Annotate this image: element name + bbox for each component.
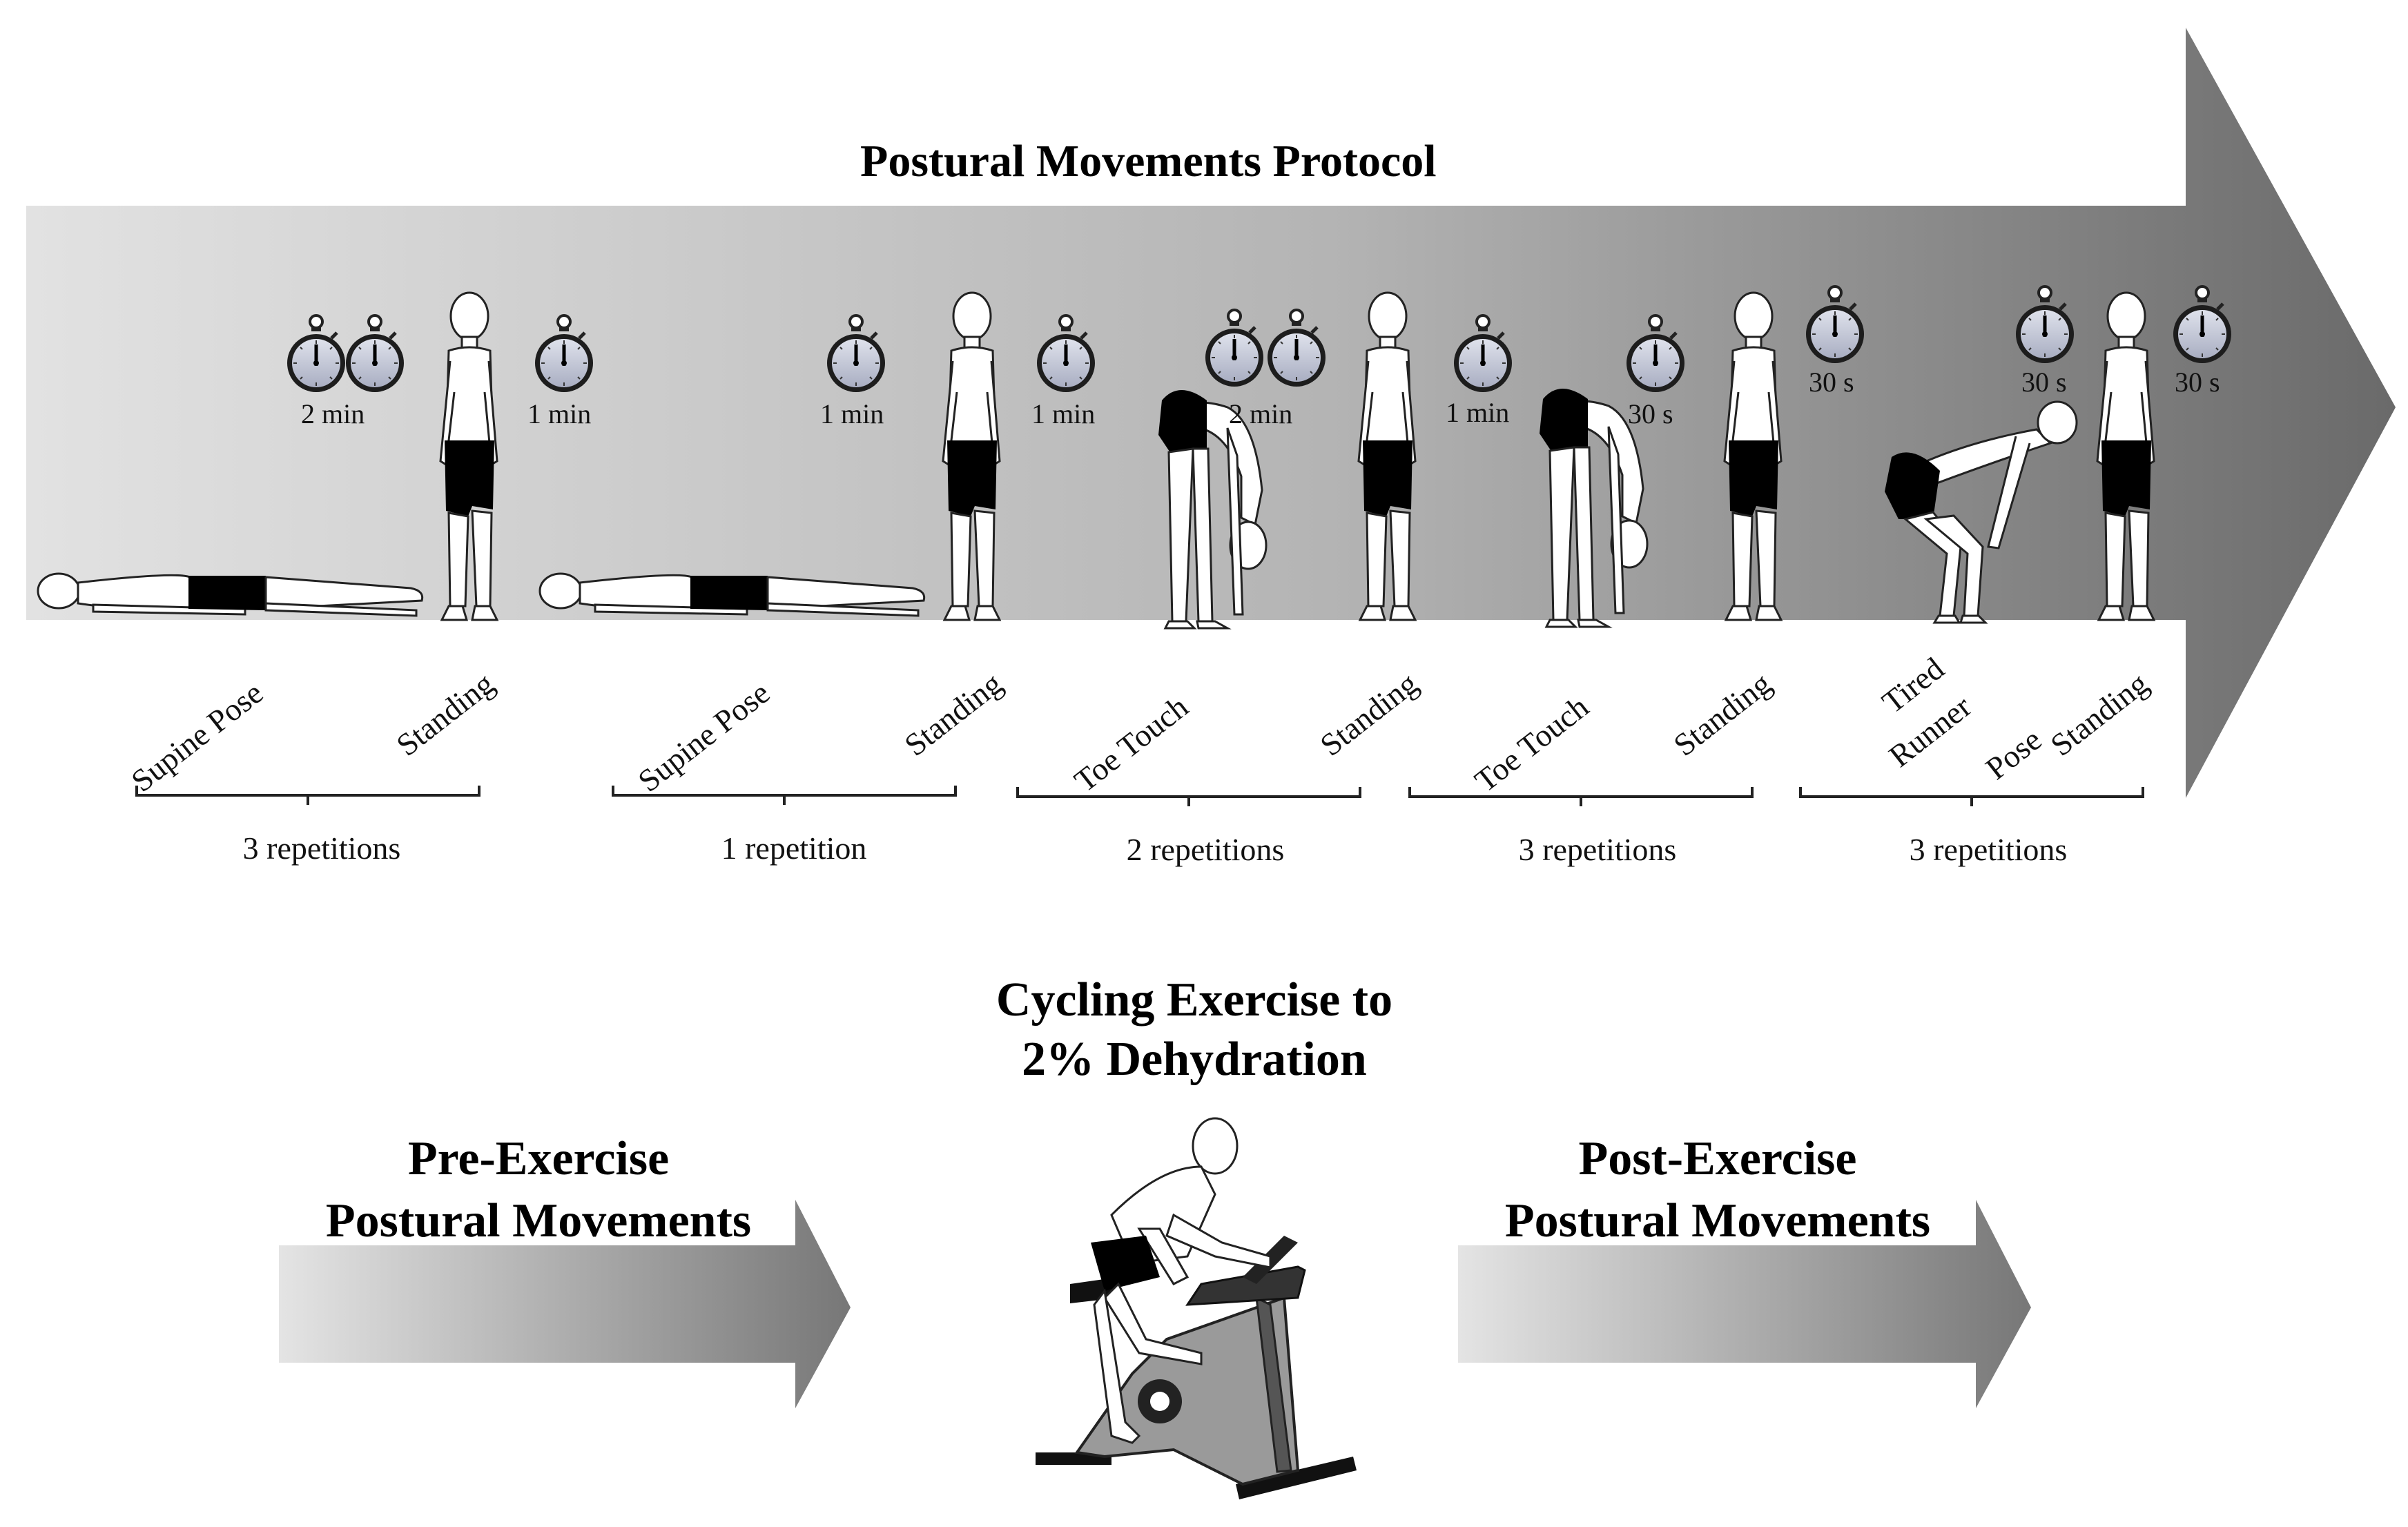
timer-label: 1 min (527, 398, 592, 429)
timer-label: 2 min (1229, 398, 1293, 429)
repetition-bracket (1408, 786, 1754, 808)
cycling-heading-line2: 2% Dehydration (1022, 1033, 1367, 1086)
repetition-label: 1 repetition (721, 830, 867, 866)
repetition-label: 2 repetitions (1126, 832, 1285, 867)
pre-exercise-heading: Pre-Exercise Postural Movements (262, 1128, 815, 1252)
repetition-bracket (1799, 786, 2144, 808)
exercise-bike-illustration (1036, 1117, 1357, 1499)
timer-label: 30 s (2175, 367, 2220, 398)
timer-label: 1 min (1031, 398, 1096, 429)
protocol-title: Postural Movements Protocol (860, 136, 1437, 186)
pre-exercise-arrow (279, 1200, 851, 1408)
timer-label: 1 min (820, 398, 884, 429)
timer-label: 1 min (1446, 397, 1510, 428)
post-exercise-line1: Post-Exercise (1578, 1132, 1857, 1185)
pre-exercise-line2: Postural Movements (325, 1194, 752, 1247)
post-exercise-heading: Post-Exercise Postural Movements (1441, 1128, 1994, 1252)
cycling-heading: Cycling Exercise to 2% Dehydration (884, 971, 1505, 1089)
repetition-bracket (1016, 786, 1361, 808)
pre-exercise-line1: Pre-Exercise (407, 1132, 670, 1185)
post-exercise-line2: Postural Movements (1504, 1194, 1931, 1247)
timer-label: 30 s (2021, 367, 2067, 398)
repetition-label: 3 repetitions (1909, 832, 2068, 867)
cycling-heading-line1: Cycling Exercise to (996, 973, 1393, 1027)
timer-label: 30 s (1628, 398, 1673, 429)
post-exercise-arrow (1458, 1200, 2031, 1408)
repetition-bracket (135, 784, 480, 806)
timer-label: 2 min (301, 398, 365, 429)
timer-label: 30 s (1809, 367, 1854, 398)
repetition-label: 3 repetitions (242, 830, 401, 866)
repetition-label: 3 repetitions (1518, 832, 1677, 867)
